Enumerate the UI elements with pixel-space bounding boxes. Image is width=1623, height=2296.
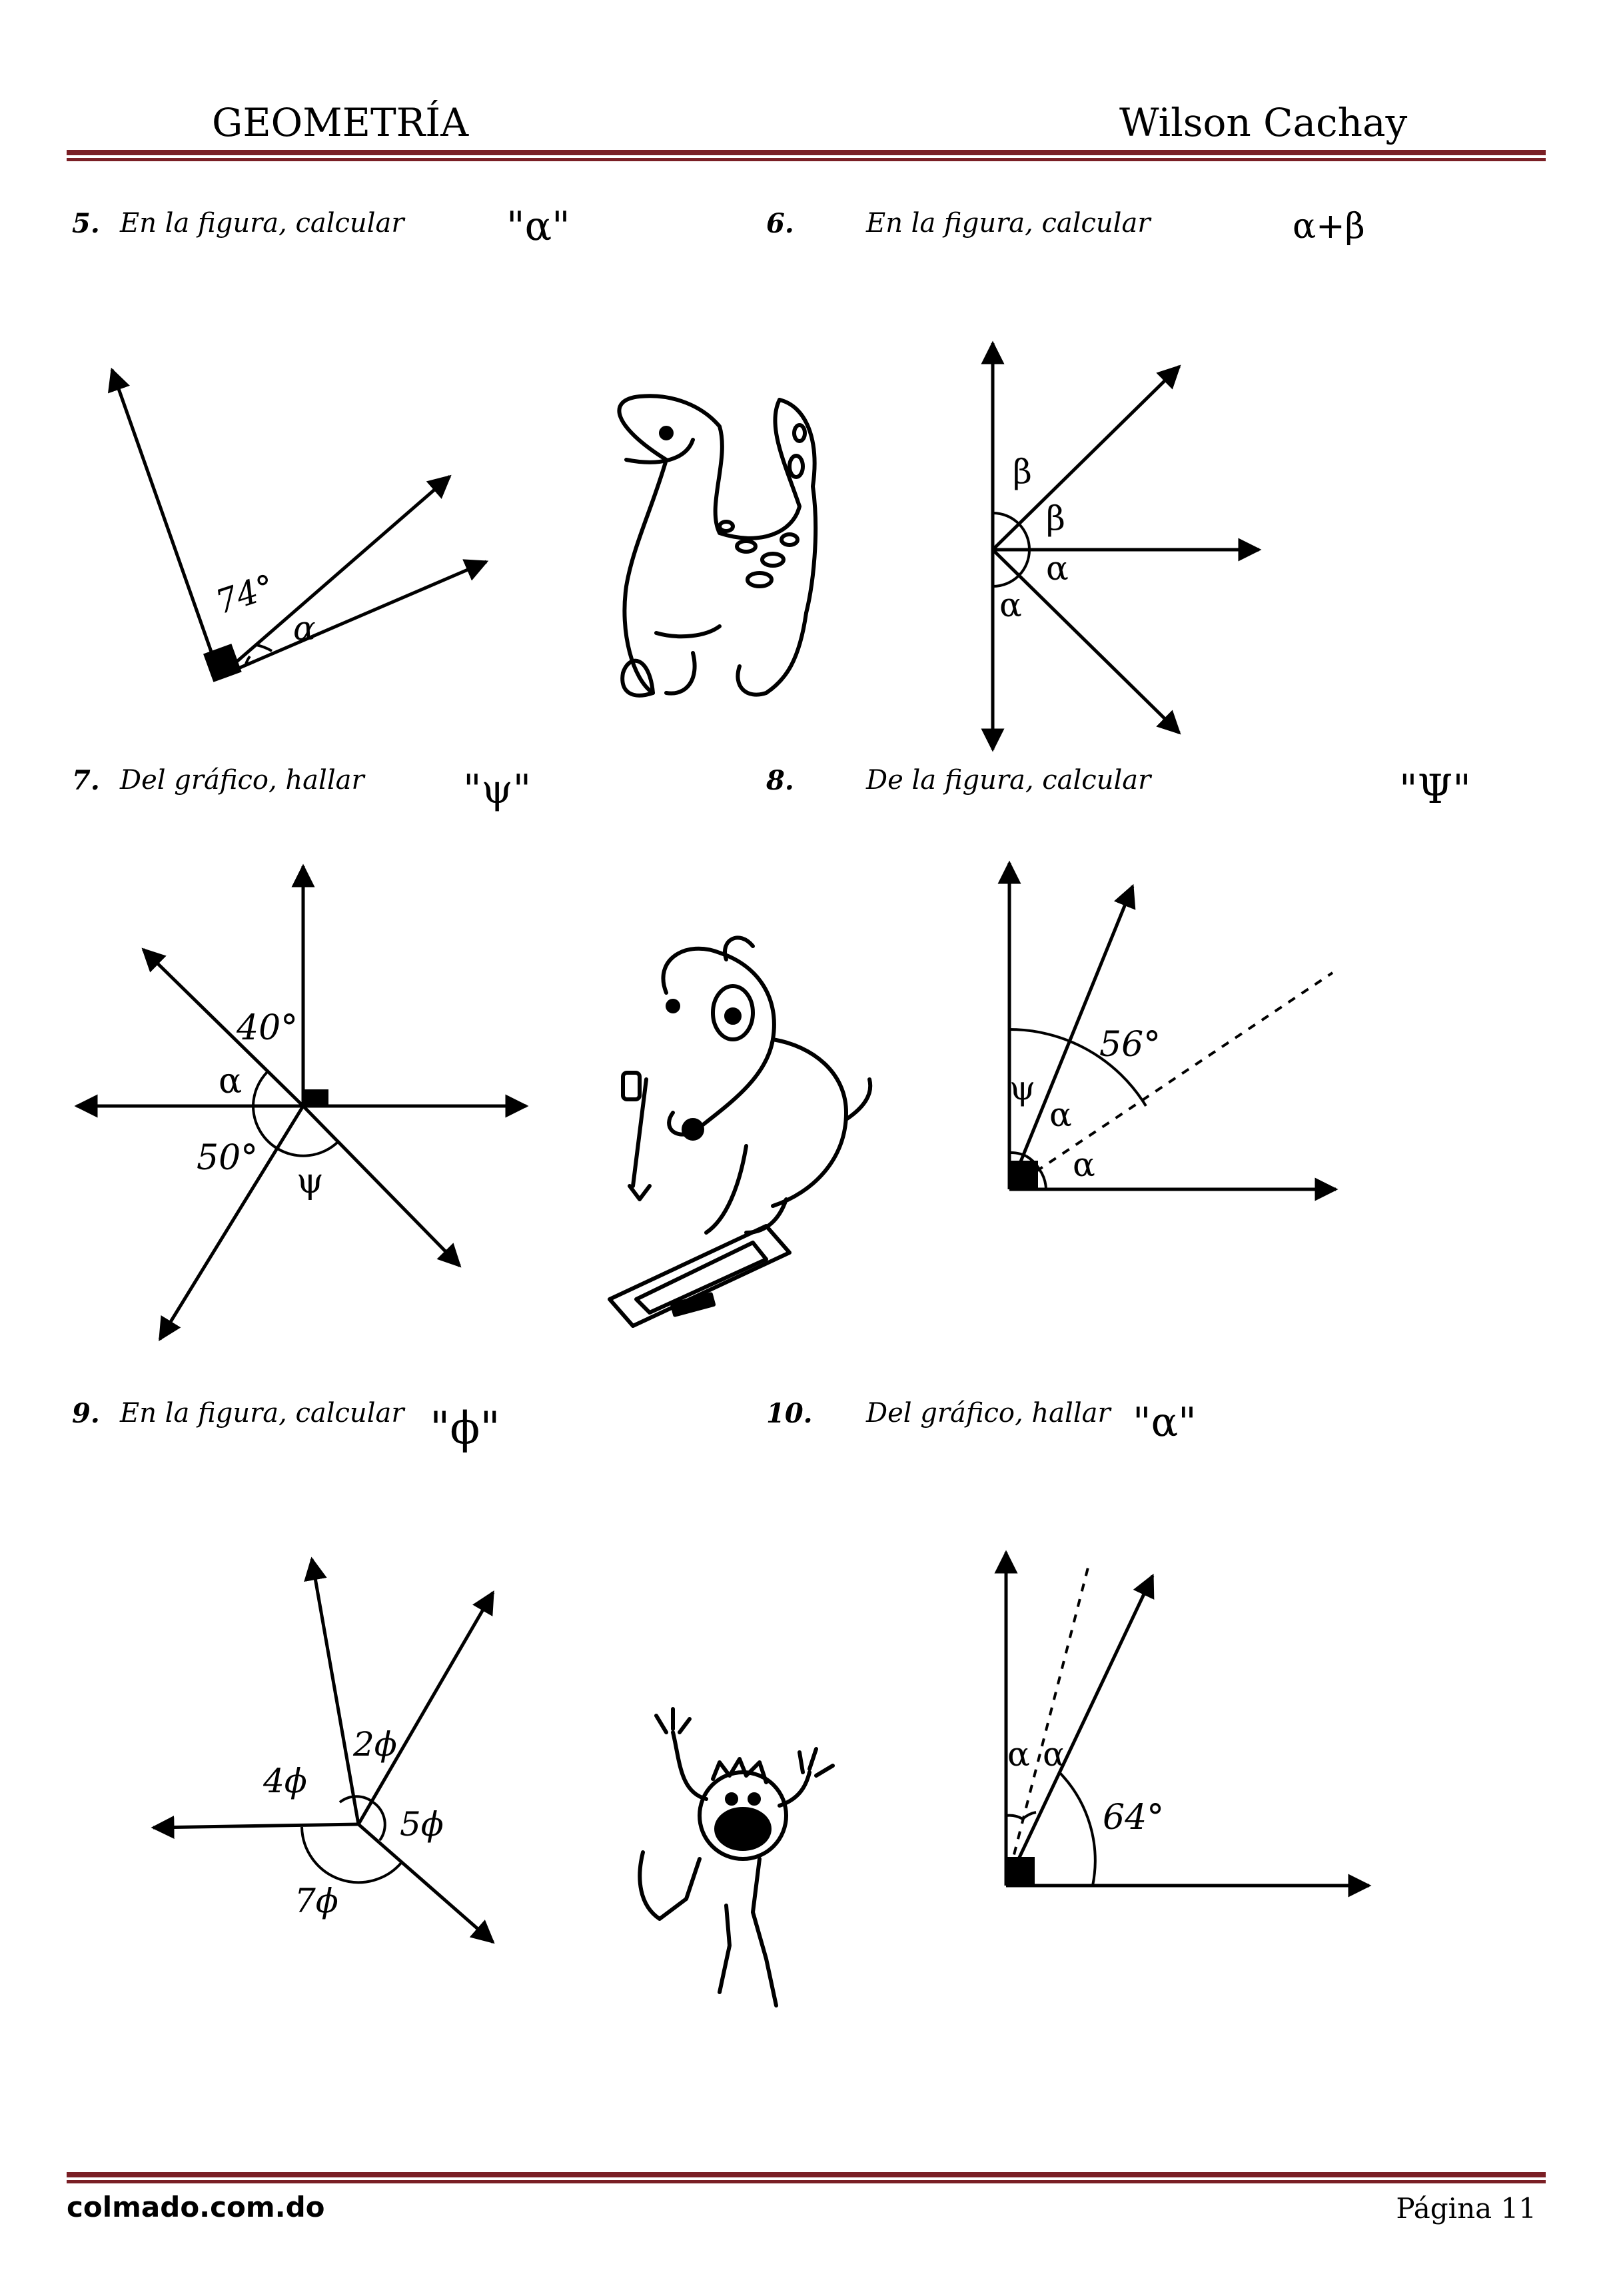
fig10-angle-64: 64° xyxy=(1103,1798,1164,1838)
fig9-5phi: 5ϕ xyxy=(400,1805,444,1844)
fig6-beta-2: β xyxy=(1046,499,1065,538)
fig10-alpha-2: α xyxy=(1043,1735,1065,1774)
problem-8-prompt: De la figura, calcular xyxy=(866,765,1151,796)
fig8-alpha-2: α xyxy=(1073,1145,1095,1184)
figure-5 xyxy=(107,367,489,682)
fig7-alpha: α xyxy=(219,1061,242,1101)
figure-7 xyxy=(74,863,529,1341)
figure-9 xyxy=(151,1556,495,1944)
footer-site: colmado.com.do xyxy=(67,2191,325,2223)
problem-9-target: "ϕ" xyxy=(430,1403,500,1454)
problem-5-number: 5. xyxy=(72,208,100,239)
figure-10 xyxy=(994,1550,1372,1898)
problem-6-prompt: En la figura, calcular xyxy=(866,208,1151,239)
problem-7-target: "ψ" xyxy=(463,766,532,813)
problem-10-target: "α" xyxy=(1133,1399,1197,1446)
problem-6-number: 6. xyxy=(766,208,794,239)
fig5-angle-74: 74° xyxy=(211,567,279,622)
fig9-2phi: 2ϕ xyxy=(352,1725,397,1764)
header-rule xyxy=(67,150,1546,162)
fig7-angle-50: 50° xyxy=(197,1138,258,1178)
fig6-alpha-1: α xyxy=(1046,549,1069,588)
fig10-alpha-1: α xyxy=(1007,1735,1030,1774)
problem-10-prompt: Del gráfico, hallar xyxy=(866,1398,1111,1429)
puppy-painter-illustration xyxy=(608,935,873,1328)
fig6-alpha-2: α xyxy=(999,586,1022,624)
problem-6-target: α+β xyxy=(1293,207,1365,247)
figure-8 xyxy=(997,860,1339,1201)
problem-9-prompt: En la figura, calcular xyxy=(120,1398,404,1429)
cheering-man-illustration xyxy=(638,1707,835,2008)
header-subject: GEOMETRÍA xyxy=(212,100,469,145)
problem-7-number: 7. xyxy=(72,765,100,796)
fig9-7phi: 7ϕ xyxy=(294,1882,338,1920)
fig5-angle-alpha: α xyxy=(293,609,316,648)
fig9-4phi: 4ϕ xyxy=(263,1762,307,1800)
problem-5-prompt: En la figura, calcular xyxy=(120,208,404,239)
footer-page-number: Página 11 xyxy=(1396,2192,1536,2225)
figure-6 xyxy=(981,340,1262,752)
fig6-beta-1: β xyxy=(1013,452,1032,491)
header-author: Wilson Cachay xyxy=(1119,100,1408,145)
right-angle-marker xyxy=(203,644,242,682)
footer-rule xyxy=(67,2172,1546,2184)
problem-8-target: "Ψ" xyxy=(1399,766,1471,813)
problem-5-target: "α" xyxy=(506,203,570,250)
fig8-psi: ψ xyxy=(1009,1069,1035,1107)
fig7-psi: ψ xyxy=(296,1161,324,1201)
problem-8-number: 8. xyxy=(766,765,794,796)
fig8-alpha-1: α xyxy=(1049,1095,1072,1134)
problem-9-number: 9. xyxy=(72,1398,100,1429)
problem-7-prompt: Del gráfico, hallar xyxy=(120,765,364,796)
problem-10-number: 10. xyxy=(766,1398,813,1429)
fig7-angle-40: 40° xyxy=(236,1008,298,1048)
dinosaur-illustration xyxy=(617,394,818,698)
fig8-angle-56: 56° xyxy=(1099,1025,1161,1065)
